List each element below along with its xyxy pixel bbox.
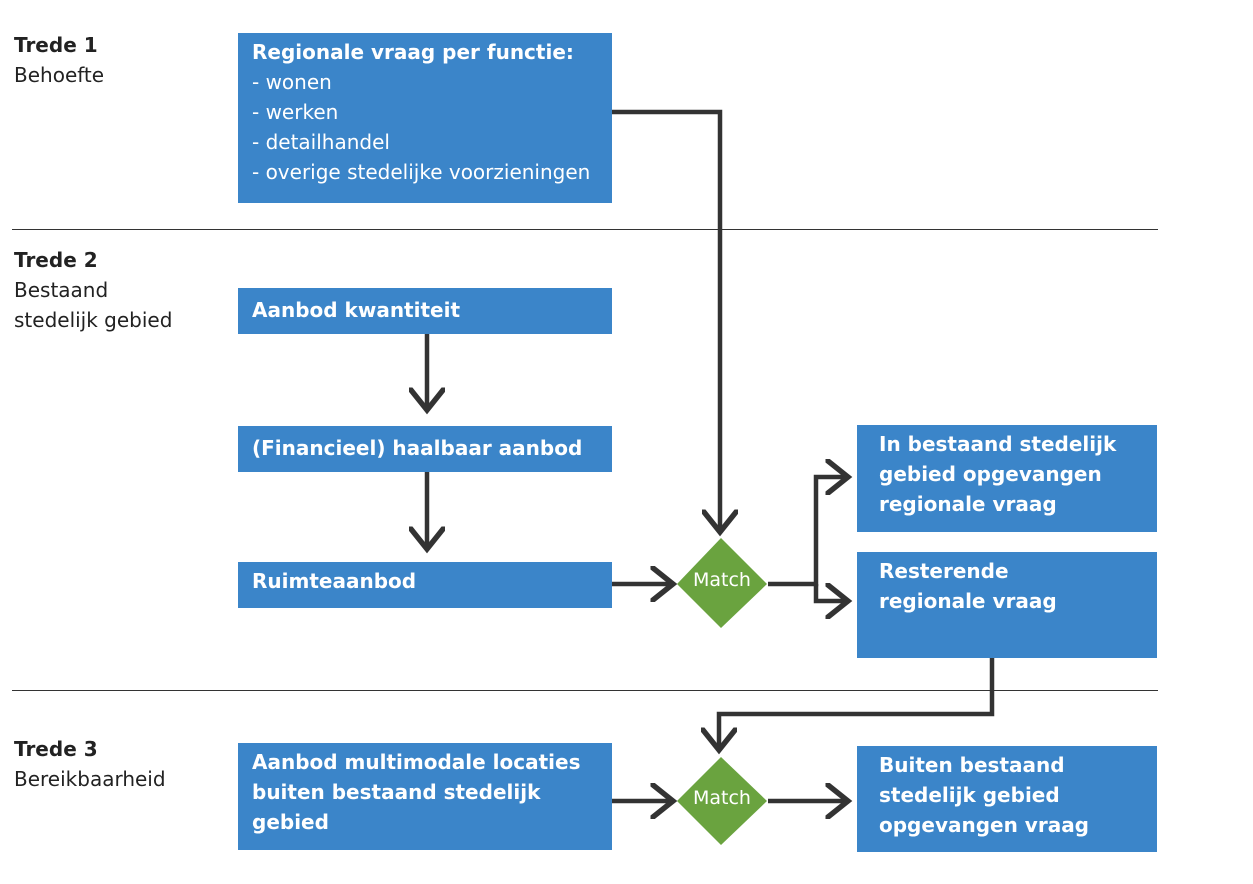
remaining-demand-box: Resterende regionale vraag bbox=[857, 552, 1157, 658]
stage-divider-1 bbox=[12, 229, 1158, 230]
stage-step: Trede 3 bbox=[14, 737, 98, 761]
stage-step: Trede 2 bbox=[14, 248, 98, 272]
arrow-match-to-remaining bbox=[813, 584, 848, 601]
demand-item: - wonen bbox=[252, 70, 332, 94]
remaining-demand-line: regionale vraag bbox=[879, 589, 1057, 613]
multimodal-supply-line: Aanbod multimodale locaties bbox=[252, 750, 581, 774]
stage-name: Bestaand stedelijk gebied bbox=[14, 278, 173, 332]
stage-name: Behoefte bbox=[14, 63, 105, 87]
stage-label-1: Trede 1 Behoefte bbox=[14, 30, 104, 90]
absorbed-existing-line: In bestaand stedelijk bbox=[879, 432, 1117, 456]
supply-quantity-label: Aanbod kwantiteit bbox=[252, 298, 461, 322]
absorbed-existing-line: gebied opgevangen bbox=[879, 462, 1102, 486]
feasible-supply-box: (Financieel) haalbaar aanbod bbox=[238, 426, 612, 472]
regional-demand-box: Regionale vraag per functie: - wonen - w… bbox=[238, 33, 612, 203]
multimodal-supply-line: gebied bbox=[252, 810, 329, 834]
multimodal-supply-line: buiten bestaand stedelijk bbox=[252, 780, 541, 804]
absorbed-existing-line: regionale vraag bbox=[879, 492, 1057, 516]
stage-label-2: Trede 2 Bestaand stedelijk gebied bbox=[14, 245, 184, 335]
space-supply-label: Ruimteaanbod bbox=[252, 569, 417, 593]
regional-demand-title: Regionale vraag per functie: bbox=[252, 40, 574, 64]
space-supply-box: Ruimteaanbod bbox=[238, 562, 612, 608]
supply-quantity-box: Aanbod kwantiteit bbox=[238, 288, 612, 334]
stage-step: Trede 1 bbox=[14, 33, 98, 57]
absorbed-existing-box: In bestaand stedelijk gebied opgevangen … bbox=[857, 425, 1157, 532]
feasible-supply-label: (Financieel) haalbaar aanbod bbox=[252, 436, 583, 460]
demand-item: - detailhandel bbox=[252, 130, 390, 154]
stage-divider-2 bbox=[12, 690, 1158, 691]
arrow-match-to-absorbed bbox=[768, 477, 848, 587]
arrow-remaining-to-match2 bbox=[719, 658, 995, 750]
absorbed-outside-line: stedelijk gebied bbox=[879, 783, 1060, 807]
demand-item: - overige stedelijke voorzieningen bbox=[252, 160, 591, 184]
match-label-1: Match bbox=[693, 569, 751, 591]
absorbed-outside-line: opgevangen vraag bbox=[879, 813, 1089, 837]
absorbed-outside-box: Buiten bestaand stedelijk gebied opgevan… bbox=[857, 746, 1157, 852]
stage-name: Bereikbaarheid bbox=[14, 767, 166, 791]
absorbed-outside-line: Buiten bestaand bbox=[879, 753, 1065, 777]
stage-label-3: Trede 3 Bereikbaarheid bbox=[14, 734, 166, 794]
arrow-demand-to-match bbox=[612, 109, 720, 532]
multimodal-supply-box: Aanbod multimodale locaties buiten besta… bbox=[238, 743, 612, 850]
demand-item: - werken bbox=[252, 100, 339, 124]
remaining-demand-line: Resterende bbox=[879, 559, 1009, 583]
match-label-2: Match bbox=[693, 787, 751, 809]
